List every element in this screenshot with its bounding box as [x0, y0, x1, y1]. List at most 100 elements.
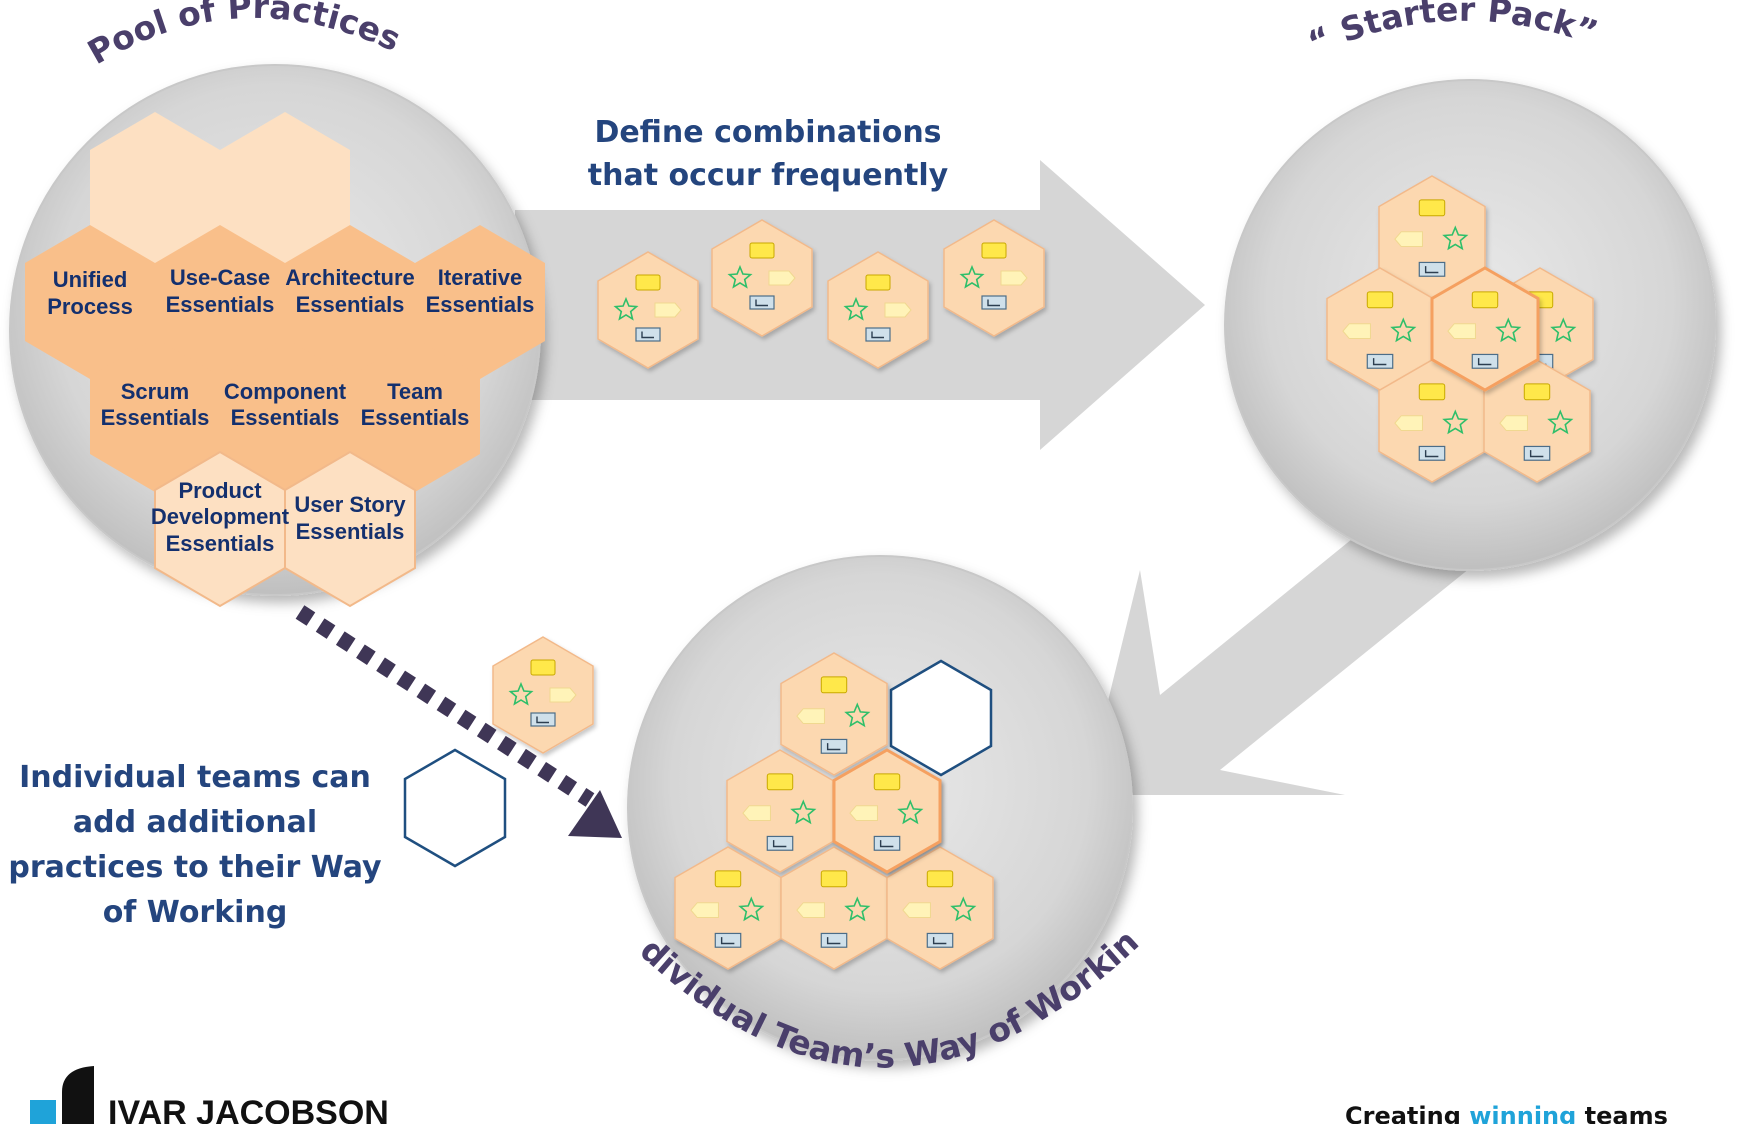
practice-label: Team [387, 379, 443, 404]
flow-box-icon [926, 932, 954, 948]
green-star-icon [1495, 317, 1522, 343]
flow-line-icon [826, 937, 841, 945]
practice-label: Essentials [166, 292, 275, 317]
flow-box-icon [530, 712, 556, 727]
practice-tile-hex [886, 846, 994, 970]
tagline: Creating winning teams [1345, 1102, 1668, 1124]
practice-label: Essentials [296, 519, 405, 544]
starter-pack-title: “ Starter Pack” [1302, 0, 1603, 63]
green-star-icon [1547, 409, 1574, 435]
flow-line-icon [1477, 358, 1492, 366]
flow-line-icon [772, 840, 787, 848]
tagline-accent: winning [1469, 1102, 1576, 1124]
teams-callout-line2: add additional [73, 805, 317, 840]
green-star-icon [508, 681, 534, 706]
yellow-card-icon [714, 870, 742, 888]
practice-hex-grid [25, 112, 545, 608]
green-star-icon [613, 296, 639, 321]
flow-box-icon [635, 327, 661, 342]
empty-practice-hex [90, 112, 220, 266]
arrow-tag-icon [690, 902, 719, 919]
practice-hex-component[interactable] [220, 338, 350, 492]
define-combinations-line2: that occur frequently [588, 158, 949, 193]
green-star-icon [844, 896, 871, 922]
practice-tile [943, 219, 1045, 337]
empty-practice-slot-hex [889, 659, 993, 777]
arrow-tag-icon [768, 270, 796, 286]
flow-box-icon [820, 932, 848, 948]
practice-tile [827, 251, 929, 369]
arrow-tag-icon [742, 805, 771, 822]
flow-line-icon [932, 937, 947, 945]
arrow-tag-icon [1499, 415, 1528, 432]
practice-label: Development [151, 504, 290, 529]
practice-label: Process [47, 294, 133, 319]
yellow-card-icon [530, 659, 556, 676]
arrow-tag-icon [549, 687, 577, 703]
practice-hex-unified-process[interactable] [25, 225, 155, 379]
practice-label: Essentials [166, 531, 275, 556]
practice-tile [1378, 175, 1486, 299]
practice-hex-architecture[interactable] [285, 225, 415, 379]
yellow-card-icon [1418, 199, 1446, 217]
flow-box-icon [1366, 353, 1394, 369]
green-star-icon [1442, 225, 1469, 251]
yellow-card-icon [873, 773, 901, 791]
add-practice-dashed-arrow [295, 605, 622, 838]
arrow-tag-icon [1394, 415, 1423, 432]
yellow-card-icon [981, 242, 1007, 259]
define-combinations-line1: Define combinations [594, 115, 941, 150]
flow-line-icon [1424, 450, 1439, 458]
yellow-card-icon [749, 242, 775, 259]
arrow-tag-icon [796, 902, 825, 919]
practice-tile [711, 219, 813, 337]
empty-practice-slot-hex [403, 748, 507, 868]
flow-line-icon [826, 743, 841, 751]
practice-tile-hex [827, 251, 929, 369]
practice-label: Essentials [231, 405, 340, 430]
green-star-icon [1550, 317, 1577, 343]
flow-box-icon [873, 835, 901, 851]
flow-box-icon [1418, 445, 1446, 461]
empty-practice-hex [220, 112, 350, 266]
flow-line-icon [1529, 450, 1544, 458]
practice-tile-hex [832, 748, 942, 874]
practice-tile [492, 636, 594, 754]
practice-tile-hex [780, 652, 888, 776]
teams-callout-line3: practices to their Way [8, 850, 382, 885]
practice-hex-iterative[interactable] [415, 225, 545, 379]
practice-tile-hex [597, 251, 699, 369]
starter-to-team-arrow [1085, 500, 1480, 795]
practice-label: Use-Case [170, 265, 270, 290]
practice-label: Essentials [296, 292, 405, 317]
yellow-card-icon [820, 870, 848, 888]
green-star-icon [1442, 409, 1469, 435]
flow-box-icon [714, 932, 742, 948]
arrow-tag-icon [1000, 270, 1028, 286]
practice-hex-scrum[interactable] [90, 338, 220, 492]
green-star-icon [738, 896, 765, 922]
flow-box-icon [1523, 445, 1551, 461]
green-star-icon [950, 896, 977, 922]
flow-box-icon [981, 295, 1007, 310]
flow-line-icon [1372, 358, 1387, 366]
yellow-card-icon [1418, 383, 1446, 401]
practice-label: Product [178, 478, 262, 503]
practice-hex-use-case[interactable] [155, 225, 285, 379]
practice-hex-team[interactable] [350, 338, 480, 492]
green-star-icon [897, 799, 924, 825]
green-star-icon [790, 799, 817, 825]
arrow-tag-icon [884, 302, 912, 318]
flow-box-icon [766, 835, 794, 851]
ivar-jacobson-logo: IVAR JACOBSON [30, 1066, 389, 1124]
flow-box-icon [865, 327, 891, 342]
practice-tile [1430, 266, 1540, 392]
flow-line-icon [1424, 266, 1439, 274]
arrow-tag-icon [1447, 323, 1476, 340]
practice-tile [832, 748, 942, 874]
yellow-card-icon [820, 676, 848, 694]
practice-hex-user-story[interactable] [284, 450, 416, 608]
yellow-card-icon [926, 870, 954, 888]
flow-box-icon [820, 738, 848, 754]
